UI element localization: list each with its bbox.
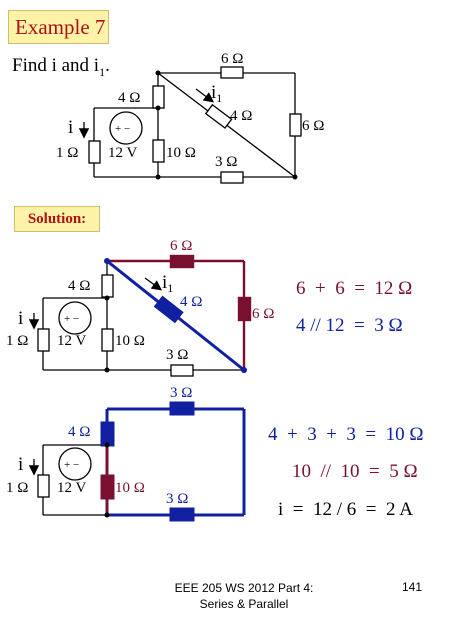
c2-source-sign: + − — [64, 313, 79, 325]
c1-resistor-4 — [152, 85, 165, 109]
c1-resistor-1 — [88, 140, 101, 164]
c1-source-sign: + − — [115, 123, 130, 135]
c1-label-r10: 10 Ω — [166, 145, 196, 161]
c1-label-src: 12 V — [108, 145, 137, 161]
footer-line-1: EEE 205 WS 2012 Part 4: — [174, 581, 314, 595]
equation-1: 6 + 6 = 12 Ω — [296, 278, 413, 299]
footer: EEE 205 WS 2012 Part 4: Series & Paralle… — [174, 580, 314, 612]
slide-title: Example 7 — [8, 10, 109, 44]
c1-resistor-10 — [152, 139, 165, 163]
c1-resistor-4-diag — [204, 103, 233, 129]
circuit-1 — [78, 66, 302, 184]
c1-label-r1: 1 Ω — [56, 145, 78, 161]
c2-label-i: i — [18, 308, 23, 329]
c3-resistor-4 — [100, 421, 115, 447]
c1-voltage-source — [109, 111, 143, 145]
c2-label-r4: 4 Ω — [68, 278, 90, 294]
equation-4: 10 // 10 = 5 Ω — [292, 461, 418, 482]
c3-label-r3-top: 3 Ω — [170, 385, 192, 401]
c1-label-i: i — [68, 117, 73, 138]
c3-resistor-3-top — [169, 401, 195, 416]
c2-label-i1: i1 — [162, 272, 173, 295]
c3-resistor-1 — [37, 474, 50, 498]
find-text: Find i and i — [12, 55, 100, 76]
c3-nodes — [104, 442, 110, 518]
c1-label-r4-diag: 4 Ω — [230, 108, 252, 124]
c3-label-r4: 4 Ω — [68, 424, 90, 440]
c2-voltage-source — [58, 301, 92, 335]
c3-label-r10: 10 Ω — [115, 480, 145, 496]
c2-resistor-3 — [170, 364, 194, 377]
problem-statement: Find i and i1. — [12, 55, 110, 80]
c2-resistor-6-right — [237, 296, 252, 322]
c1-label-r3: 3 Ω — [215, 154, 237, 170]
c2-label-r1: 1 Ω — [6, 333, 28, 349]
c3-label-r3-bottom: 3 Ω — [166, 491, 188, 507]
footer-line-2: Series & Parallel — [199, 597, 289, 611]
c2-label-r3: 3 Ω — [166, 347, 188, 363]
c2-label-r10: 10 Ω — [115, 333, 145, 349]
c2-resistor-4 — [101, 274, 114, 298]
c3-label-i: i — [18, 454, 23, 475]
c3-resistor-10 — [100, 474, 115, 500]
c1-resistor-6-right — [289, 113, 302, 137]
c2-resistor-1 — [37, 328, 50, 352]
c2-resistor-4-diag — [153, 295, 184, 324]
c3-resistor-3-bottom — [169, 507, 195, 522]
c1-label-r4: 4 Ω — [118, 90, 140, 106]
c3-label-src: 12 V — [57, 480, 86, 496]
c2-label-r4-diag: 4 Ω — [180, 294, 202, 310]
c2-label-src: 12 V — [57, 333, 86, 349]
c2-resistor-6-top — [169, 254, 195, 269]
c3-label-r1: 1 Ω — [6, 480, 28, 496]
circuit-3 — [28, 401, 246, 522]
c1-nodes — [155, 70, 298, 180]
solution-label: Solution: — [14, 206, 100, 232]
c2-label-r6-right: 6 Ω — [252, 306, 274, 322]
c1-resistor-6-top — [220, 66, 244, 79]
c3-voltage-source — [58, 447, 92, 481]
c1-label-r6-right: 6 Ω — [302, 118, 324, 134]
find-end: . — [105, 55, 110, 76]
page-number: 141 — [402, 580, 423, 594]
c2-resistor-10 — [101, 328, 114, 352]
c1-label-r6-top: 6 Ω — [221, 51, 243, 67]
circuit-2 — [28, 254, 252, 377]
c2-label-r6-top: 6 Ω — [170, 238, 192, 254]
find-subscript: 1 — [99, 64, 106, 79]
c1-resistor-3 — [220, 171, 244, 184]
equation-5: i = 12 / 6 = 2 A — [278, 499, 413, 520]
c1-label-i1: i1 — [211, 82, 222, 105]
c3-source-sign: + − — [64, 459, 79, 471]
equation-2: 4 // 12 = 3 Ω — [296, 315, 403, 336]
equation-3: 4 + 3 + 3 = 10 Ω — [268, 424, 424, 445]
c2-nodes — [104, 258, 247, 373]
